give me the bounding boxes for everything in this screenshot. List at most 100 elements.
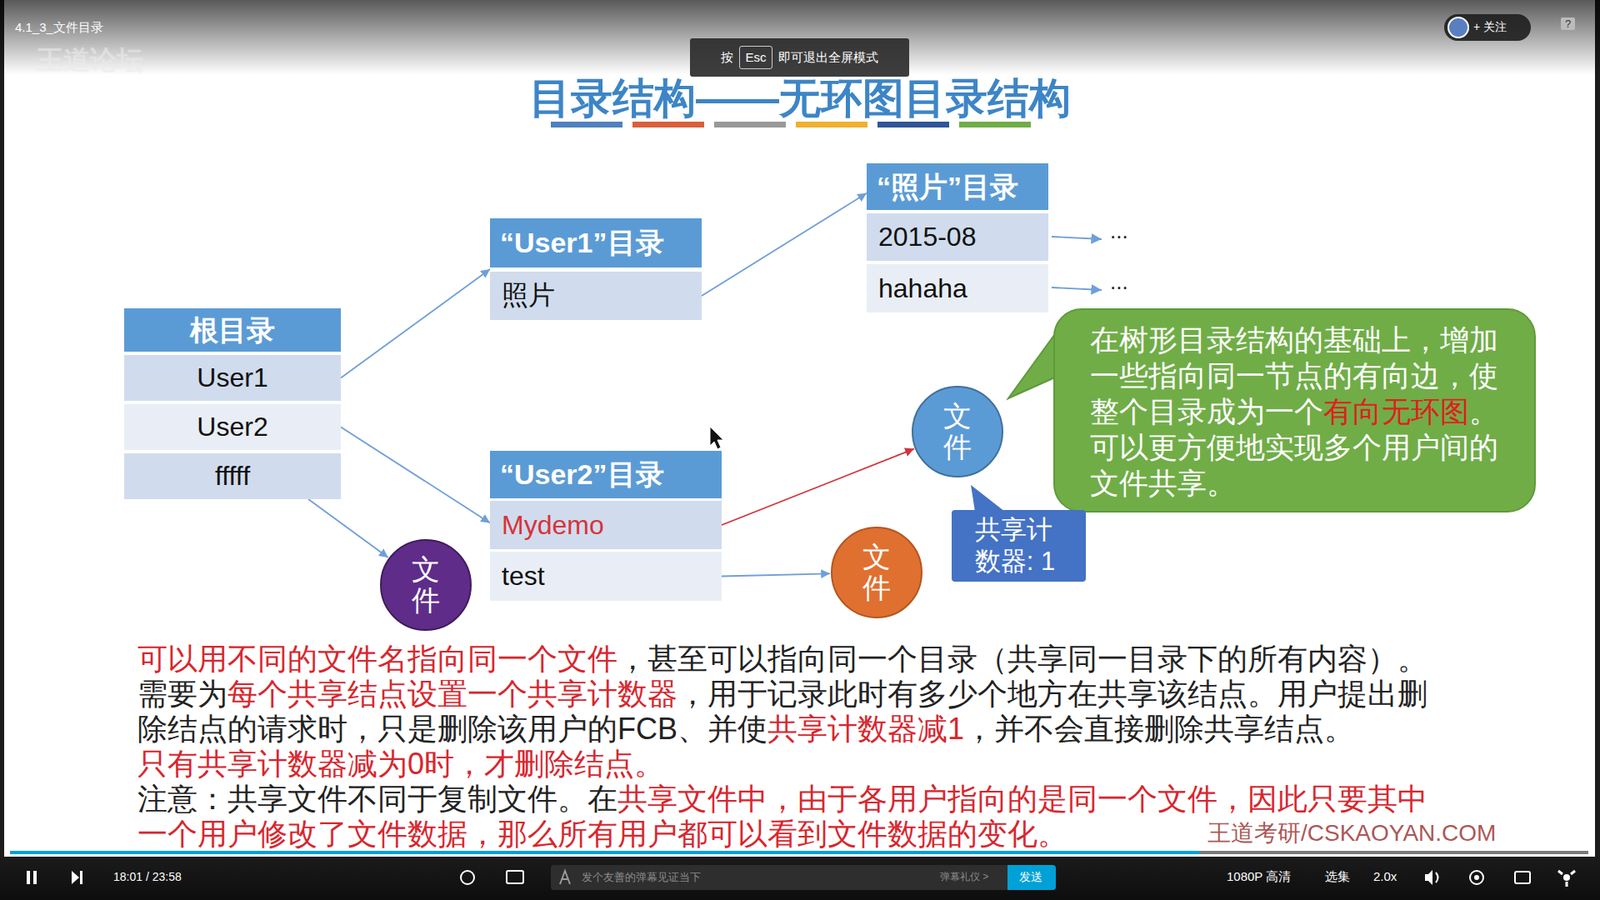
counter-callout: 共享计数器: 1 [951, 510, 1086, 582]
entry-name: fffff [215, 460, 250, 492]
file-label: 文件 [411, 554, 440, 617]
title-bar [795, 121, 868, 128]
entry-name: test [501, 560, 545, 592]
leader-arrow [1051, 287, 1102, 290]
note-text: 每个共享结点设置一个共享计数器 [227, 676, 678, 711]
file-circle: 文件 [380, 539, 472, 631]
avatar [1447, 16, 1470, 39]
follow-label: + 关注 [1473, 20, 1507, 34]
directory-table: “照片”目录 2015-08 hahaha [866, 163, 1049, 313]
note-text: 需要为 [137, 676, 228, 711]
counter-text: 共享计数器: 1 [975, 514, 1063, 578]
mouse-cursor [710, 426, 724, 450]
episodes-label: 选集 [1325, 869, 1350, 884]
entry-name: 照片 [501, 277, 555, 315]
slide-title: 目录结构——无环图目录结构 [0, 76, 1600, 120]
danmaku-settings [506, 870, 524, 884]
entry-name: 2015-08 [878, 221, 976, 253]
next-icon [71, 870, 80, 885]
table-header: “User2”目录 [490, 450, 722, 499]
danmaku-toggle [460, 870, 475, 885]
note-callout: 在树形目录结构的基础上，增加一些指向同一节点的有向边，使整个目录成为一个有向无环… [1053, 308, 1536, 513]
hint-text: 即可退出全屏模式 [778, 49, 879, 66]
fullscreen-icon [1563, 874, 1570, 881]
time-display: 18:01 / 23:58 [113, 870, 182, 884]
settings-icon [1474, 875, 1480, 880]
ellipsis: ... [1110, 218, 1129, 244]
directory-entry: test [490, 551, 722, 601]
title-bar [632, 121, 705, 128]
directory-entry: User2 [124, 404, 341, 450]
paragraph: 只有共享计数器减为0时，才删除结点。 [137, 746, 1450, 782]
fullscreen-icon [1558, 870, 1575, 887]
file-label: 文件 [943, 400, 972, 464]
callout-text: 有向无环图 [1323, 395, 1470, 428]
key-cap: Esc [739, 45, 772, 70]
entry-name: User1 [196, 362, 268, 394]
note-text: ，并不会直接删除共享结点。 [964, 711, 1355, 746]
danmaku-rules: 弹幕礼仪 > [940, 870, 989, 883]
entry-name: User2 [196, 411, 268, 443]
paragraph: 可以用不同的文件名指向同一个文件，甚至可以指向同一个目录（共享同一目录下的所有内… [137, 641, 1450, 677]
connector [340, 269, 490, 379]
table-header: “User1”目录 [490, 218, 702, 268]
table-header: 根目录 [124, 308, 341, 352]
help-icon: ? [1560, 17, 1575, 30]
send-label: 发送 [1019, 870, 1043, 884]
note-text: 只有共享计数器减为0时，才删除结点。 [137, 746, 665, 781]
fullscreen-hint: 按 Esc 即可退出全屏模式 [690, 38, 910, 77]
hint-text: 按 [720, 49, 734, 66]
volume-icon [1425, 870, 1433, 885]
connector [340, 427, 490, 524]
control-icons [0, 856, 1600, 900]
progress-rest [1199, 850, 1589, 855]
directory-entry: Mydemo [490, 500, 722, 550]
directory-entry: hahaha [866, 264, 1049, 313]
directory-entry: fffff [124, 453, 341, 500]
settings-icon [1470, 870, 1484, 885]
font-icon [560, 870, 570, 885]
title-bar [550, 121, 623, 128]
directory-entry: 2015-08 [866, 213, 1049, 261]
callout-tail [970, 485, 1005, 512]
directory-table: “User2”目录 Mydemo test [490, 450, 722, 601]
quality-label: 1080P 高清 [1226, 869, 1291, 884]
speed-label: 2.0x [1373, 869, 1397, 884]
volume-icon [1435, 872, 1439, 883]
connector [701, 193, 867, 296]
connector [308, 499, 389, 558]
title-bar [877, 121, 950, 128]
note-text: 可以用不同的文件名指向同一个文件 [137, 641, 618, 676]
table-header: “照片”目录 [866, 163, 1049, 210]
leader-arrow [1051, 236, 1102, 240]
video-title: 4.1_3_文件目录 [15, 20, 104, 35]
window-icon [1515, 871, 1530, 884]
pause-icon [26, 870, 30, 885]
connector [721, 449, 915, 525]
frame-border [0, 0, 5, 900]
note-text: ，甚至可以指向同一个目录（共享同一目录下的所有内容）。 [617, 641, 1428, 676]
entry-name: Mydemo [501, 510, 605, 541]
progress-played [10, 850, 1200, 855]
file-circle: 文件 [911, 385, 1004, 478]
directory-table: 根目录 User1User2 fffff [124, 308, 341, 500]
next-icon [80, 870, 83, 885]
control-bar [0, 856, 1600, 900]
title-bar [714, 121, 786, 128]
watermark: 王道考研/CSKAOYAN.COM [1207, 820, 1496, 847]
callout-tail [1008, 331, 1057, 399]
directory-entry: 照片 [490, 271, 702, 320]
note-text: 共享计数器减1 [767, 711, 965, 746]
directory-table: “User1”目录照片 [490, 218, 702, 320]
file-circle: 文件 [830, 526, 923, 619]
file-label: 文件 [862, 541, 891, 605]
paragraph: 需要为每个共享结点设置一个共享计数器，用于记录此时有多少个地方在共享该结点。用户… [137, 676, 1450, 747]
pause-icon [33, 870, 37, 885]
connector [721, 573, 830, 576]
directory-entry: User1 [124, 355, 341, 401]
frame-border [1595, 0, 1600, 900]
note-text: 注意：共享文件不同于复制文件。在 [137, 781, 618, 816]
ellipsis: ... [1110, 269, 1129, 295]
danmaku-placeholder: 发个友善的弹幕见证当下 [581, 870, 701, 884]
